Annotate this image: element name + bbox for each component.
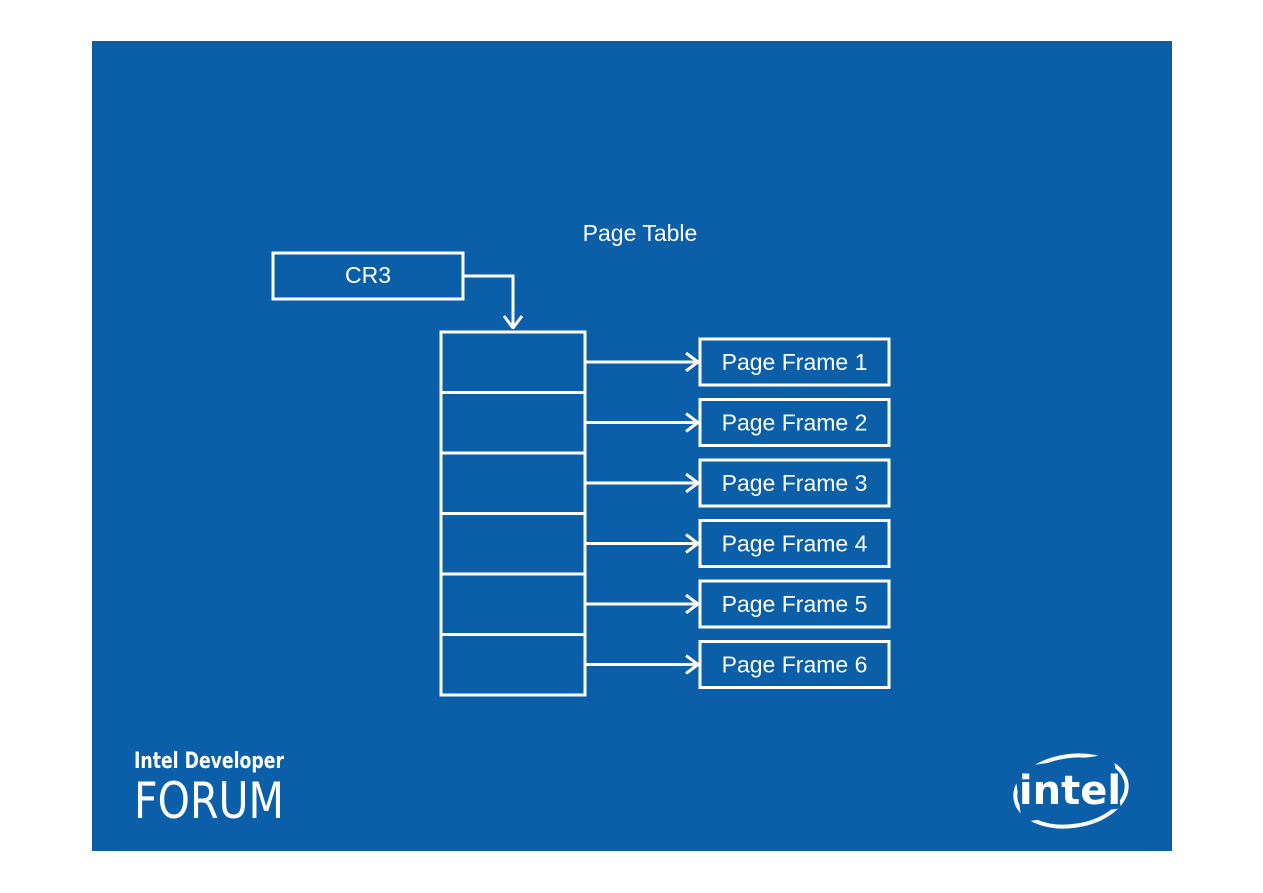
page-frame-box xyxy=(698,640,891,689)
page-frame: Page Frame 5 xyxy=(698,579,891,629)
page-frame-box xyxy=(698,519,891,568)
page-table-entry xyxy=(439,451,587,515)
intel-logo-text: intel xyxy=(1019,768,1121,814)
page-frame: Page Frame 3 xyxy=(698,458,891,508)
page-frame-label: Page Frame 1 xyxy=(722,349,868,375)
page-frame-box xyxy=(698,458,891,508)
intel-logo-swoosh xyxy=(1013,753,1129,829)
page-frame: Page Frame 4 xyxy=(698,519,891,568)
page-frames: Page Frame 1 Page Frame 2 Page Frame 3 Page… xyxy=(698,337,891,689)
page-table-title: Page Table xyxy=(583,220,698,246)
page-frame-box xyxy=(698,579,891,629)
frame-arrows xyxy=(585,362,698,665)
page-frame-label: Page Frame 6 xyxy=(722,652,868,678)
page-table xyxy=(439,330,587,697)
page-table-entry xyxy=(439,330,587,394)
page-table-entry xyxy=(439,391,587,455)
forum-logo-line2: FORUM xyxy=(134,772,284,830)
page-table-entry xyxy=(439,572,587,636)
page-table-entry xyxy=(439,512,587,576)
page-frame: Page Frame 6 xyxy=(698,640,891,689)
slide-background xyxy=(92,41,1172,851)
page-frame-label: Page Frame 5 xyxy=(722,591,868,617)
page-frame-label: Page Frame 4 xyxy=(722,531,868,557)
page-frame: Page Frame 1 xyxy=(698,337,891,387)
cr3-register: CR3 xyxy=(271,251,465,301)
intel-logo-mask xyxy=(1014,753,1121,823)
page-frame-box xyxy=(698,398,891,447)
intel-developer-forum-logo: Intel Developer FORUM xyxy=(134,749,284,830)
page-table-entry xyxy=(439,633,587,697)
page-frame-box xyxy=(698,337,891,387)
page-frame-label: Page Frame 3 xyxy=(722,470,868,496)
intel-logo: intel xyxy=(1013,753,1129,829)
cr3-label: CR3 xyxy=(345,262,391,288)
forum-logo-line1: Intel Developer xyxy=(134,749,284,774)
cr3-to-table-arrow xyxy=(463,274,513,328)
page-frame: Page Frame 2 xyxy=(698,398,891,447)
page-frame-label: Page Frame 2 xyxy=(722,410,868,436)
